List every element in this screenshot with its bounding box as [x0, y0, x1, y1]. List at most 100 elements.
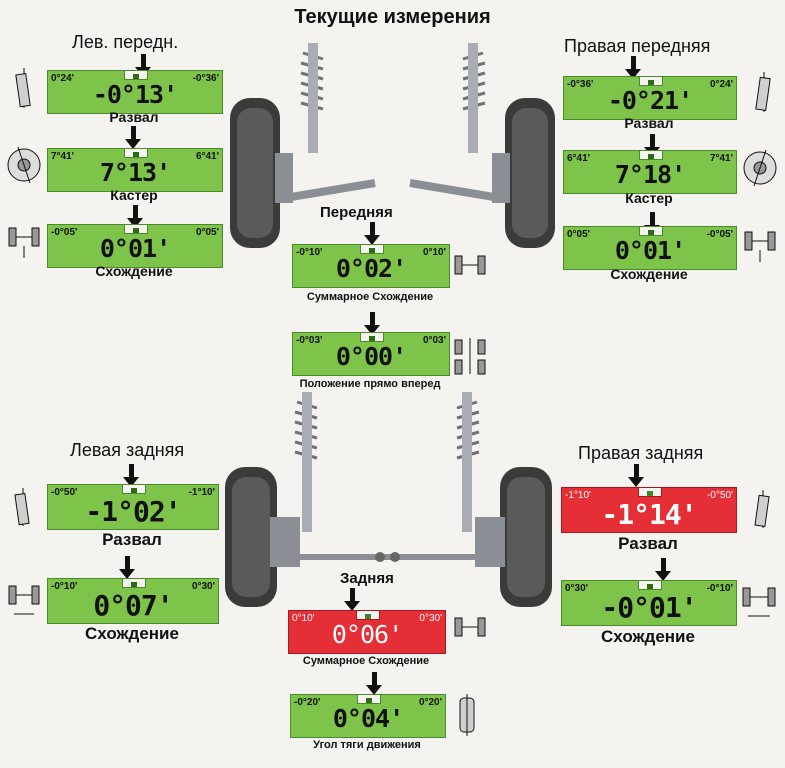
camber-icon — [15, 68, 31, 108]
meter-value: 0°01' — [614, 236, 686, 265]
front-suspension-illustration — [230, 43, 555, 248]
rear-total-toe-label: Суммарное Схождение — [302, 655, 430, 667]
meter-min: 6°41' — [567, 153, 591, 164]
section-rear-left: Левая задняя — [70, 440, 185, 460]
meter-value: 0°00' — [335, 342, 407, 371]
section-front-right: Правая передняя — [564, 36, 711, 56]
meter-min: -0°20' — [294, 697, 321, 708]
tire-icon — [225, 467, 552, 607]
camber-icon — [754, 490, 770, 528]
rear-suspension-illustration — [225, 392, 552, 607]
front-left-toe-meter: -0°05' 0°05' 0°01' — [47, 224, 223, 268]
page-title: Текущие измерения — [294, 6, 491, 28]
meter-max: 6°41' — [195, 151, 219, 162]
toe-icon — [742, 587, 776, 617]
rear-left-camber-label: Развал — [102, 530, 162, 549]
meter-min: -0°03' — [296, 335, 323, 346]
meter-center-mark — [124, 149, 148, 158]
section-rear-axle: Задняя — [340, 570, 394, 587]
meter-max: -1°10' — [188, 487, 215, 498]
front-right-camber-label: Развал — [624, 115, 674, 131]
caster-icon — [743, 149, 777, 187]
rear-left-camber-meter: -0°50' -1°10' -1°02' — [47, 484, 219, 530]
meter-max: -0°36' — [192, 73, 219, 84]
meter-value: 7°18' — [614, 160, 686, 189]
meter-center-mark — [360, 333, 384, 342]
thrust-angle-meter: -0°20' 0°20' 0°04' — [290, 694, 446, 738]
front-left-caster-meter: 7°41' 6°41' 7°13' — [47, 148, 223, 192]
meter-max: 0°05' — [195, 227, 219, 238]
meter-center-mark — [357, 695, 381, 704]
meter-value: 0°06' — [331, 620, 403, 649]
rear-right-camber-meter: -1°10' -0°50' -1°14' — [561, 487, 737, 533]
toe-icon — [8, 227, 40, 258]
total-toe-icon — [454, 255, 486, 275]
camber-icon — [755, 72, 771, 112]
toe-icon — [8, 585, 40, 615]
meter-value: 7°13' — [99, 158, 171, 187]
front-right-caster-meter: 6°41' 7°41' 7°18' — [563, 150, 737, 194]
meter-min: -0°05' — [51, 227, 78, 238]
meter-min: 0°30' — [565, 583, 589, 594]
rear-left-toe-meter: -0°10' 0°30' 0°07' — [47, 578, 219, 624]
meter-max: -0°50' — [707, 490, 733, 501]
front-straight-ahead-meter: -0°03' 0°03' 0°00' — [292, 332, 450, 376]
thrust-angle-icon — [459, 694, 475, 736]
tire-icon — [230, 98, 555, 248]
toe-icon — [744, 231, 776, 262]
shock-absorber-icon — [294, 400, 480, 460]
meter-value: 0°04' — [332, 704, 404, 733]
meter-min: 0°10' — [292, 613, 315, 624]
section-rear-right: Правая задняя — [578, 443, 704, 463]
meter-value: -1°14' — [601, 498, 697, 531]
front-right-caster-label: Кастер — [625, 190, 673, 206]
meter-value: -0°01' — [601, 591, 697, 624]
caster-icon — [7, 146, 41, 184]
front-total-toe-meter: -0°10' 0°10' 0°02' — [292, 244, 450, 288]
front-left-camber-meter: 0°24' -0°36' -0°13' — [47, 70, 223, 114]
front-right-toe-label: Схождение — [610, 266, 688, 282]
meter-min: 0°24' — [51, 73, 75, 84]
rear-left-toe-label: Схождение — [85, 624, 179, 643]
meter-center-mark — [638, 581, 662, 590]
meter-center-mark — [122, 485, 146, 494]
meter-min: -0°50' — [51, 487, 78, 498]
meter-min: -0°36' — [567, 79, 594, 90]
meter-max: 0°20' — [418, 697, 442, 708]
meter-max: 0°30' — [419, 613, 442, 624]
front-right-toe-meter: 0°05' -0°05' 0°01' — [563, 226, 737, 270]
meter-max: 7°41' — [709, 153, 733, 164]
meter-center-mark — [638, 488, 662, 497]
front-total-toe-label: Суммарное Схождение — [306, 291, 434, 303]
meter-max: 0°30' — [191, 581, 215, 592]
rear-right-camber-label: Развал — [618, 534, 678, 553]
meter-center-mark — [639, 227, 663, 236]
meter-max: 0°24' — [709, 79, 733, 90]
front-straight-ahead-label: Положение прямо вперед — [299, 378, 441, 390]
section-front-axle: Передняя — [320, 204, 393, 221]
front-right-camber-meter: -0°36' 0°24' -0°21' — [563, 76, 737, 120]
front-left-caster-label: Кастер — [110, 187, 158, 203]
meter-center-mark — [124, 71, 148, 80]
meter-value: -1°02' — [85, 495, 181, 528]
camber-icon — [14, 488, 30, 526]
meter-min: -0°10' — [296, 247, 323, 258]
meter-min: 0°05' — [567, 229, 591, 240]
meter-min: 7°41' — [51, 151, 75, 162]
straight-ahead-icon — [454, 338, 486, 375]
meter-center-mark — [122, 579, 146, 588]
meter-value: 0°07' — [93, 589, 173, 622]
meter-min: -0°10' — [51, 581, 78, 592]
meter-center-mark — [356, 611, 380, 620]
front-left-camber-label: Развал — [109, 109, 159, 125]
meter-value: -0°13' — [92, 80, 178, 109]
rear-right-toe-meter: 0°30' -0°10' -0°01' — [561, 580, 737, 626]
rear-right-toe-label: Схождение — [601, 627, 695, 646]
meter-center-mark — [124, 225, 148, 234]
rear-total-toe-meter: 0°10' 0°30' 0°06' — [288, 610, 446, 654]
total-toe-icon — [454, 617, 486, 637]
thrust-angle-label: Угол тяги движения — [313, 739, 421, 751]
meter-min: -1°10' — [565, 490, 591, 501]
meter-max: -0°10' — [706, 583, 733, 594]
meter-value: -0°21' — [607, 86, 693, 115]
